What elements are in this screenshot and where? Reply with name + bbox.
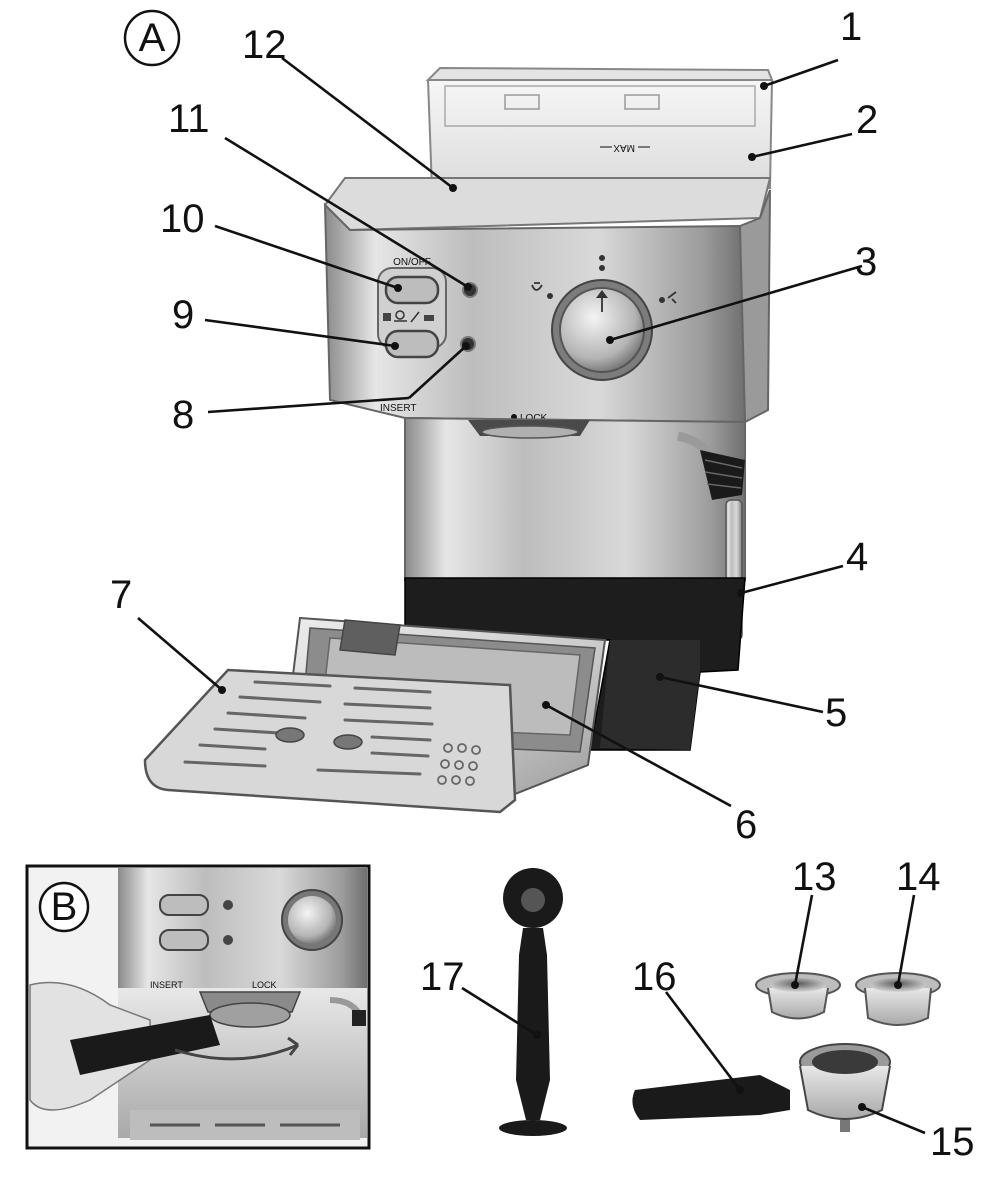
panel-a-marker: A <box>123 9 181 67</box>
leader-11 <box>224 136 469 289</box>
inset-insert-marking: INSERT <box>150 980 183 990</box>
portafilter <box>632 1043 891 1132</box>
callout-14: 14 <box>896 855 941 899</box>
leader-15 <box>861 1105 926 1135</box>
leader-7 <box>137 617 223 691</box>
callout-12: 12 <box>242 23 287 67</box>
leader-5 <box>659 675 824 714</box>
panel-b-marker: B <box>38 881 90 933</box>
callout-6: 6 <box>735 803 757 847</box>
leader-13 <box>793 894 814 986</box>
panel-b-letter: B <box>51 885 78 929</box>
filter-insert-14 <box>855 972 941 1026</box>
knob-position-marks <box>531 255 677 304</box>
leader-14 <box>896 894 916 986</box>
lock-marking: LOCK <box>520 413 548 424</box>
filter-insert-13 <box>755 972 841 1020</box>
callout-3: 3 <box>855 240 877 284</box>
callout-16: 16 <box>632 955 677 999</box>
leader-2 <box>751 132 853 159</box>
callout-4: 4 <box>846 535 868 579</box>
callout-1: 1 <box>840 5 862 49</box>
callout-11: 11 <box>168 97 210 141</box>
callout-10: 10 <box>160 197 205 241</box>
panel-a-letter: A <box>139 16 166 60</box>
callout-numbers: 1 2 3 4 5 6 7 8 9 10 11 12 13 14 15 16 1… <box>110 5 975 1164</box>
machine-top-cover <box>323 177 772 232</box>
leader-10 <box>214 224 399 290</box>
inset-lock-marking: LOCK <box>252 980 277 990</box>
leader-8 <box>207 396 410 414</box>
callout-17: 17 <box>420 955 465 999</box>
function-button-symbols <box>383 310 434 323</box>
tamper-spoon <box>499 868 567 1136</box>
selector-knob[interactable] <box>551 279 653 381</box>
on-off-button-label: ON/OFF <box>393 257 431 268</box>
callout-2: 2 <box>856 98 878 142</box>
on-off-button[interactable] <box>384 275 440 305</box>
leader-8b <box>408 345 467 399</box>
leader-3 <box>609 264 863 342</box>
leader-6 <box>545 703 732 808</box>
callout-15: 15 <box>930 1120 975 1164</box>
tank-max-mark: MAX <box>613 142 635 153</box>
leader-9 <box>204 318 396 348</box>
leader-12 <box>281 56 454 190</box>
callout-5: 5 <box>825 691 847 735</box>
leader-16 <box>664 991 742 1091</box>
callout-13: 13 <box>792 855 837 899</box>
insert-marking: INSERT <box>380 403 417 414</box>
callout-9: 9 <box>172 293 194 337</box>
water-tank: MAX <box>425 66 774 192</box>
machine-illustration: MAX ON/OFF <box>143 66 774 814</box>
inset-b-illustration: INSERT LOCK <box>25 864 371 1150</box>
callout-7: 7 <box>110 573 132 617</box>
leader-17 <box>461 986 538 1037</box>
drip-grid[interactable] <box>143 668 517 814</box>
leader-4 <box>740 564 844 595</box>
leader-lines <box>137 56 926 1135</box>
leader-1 <box>763 58 839 88</box>
callout-8: 8 <box>172 393 194 437</box>
